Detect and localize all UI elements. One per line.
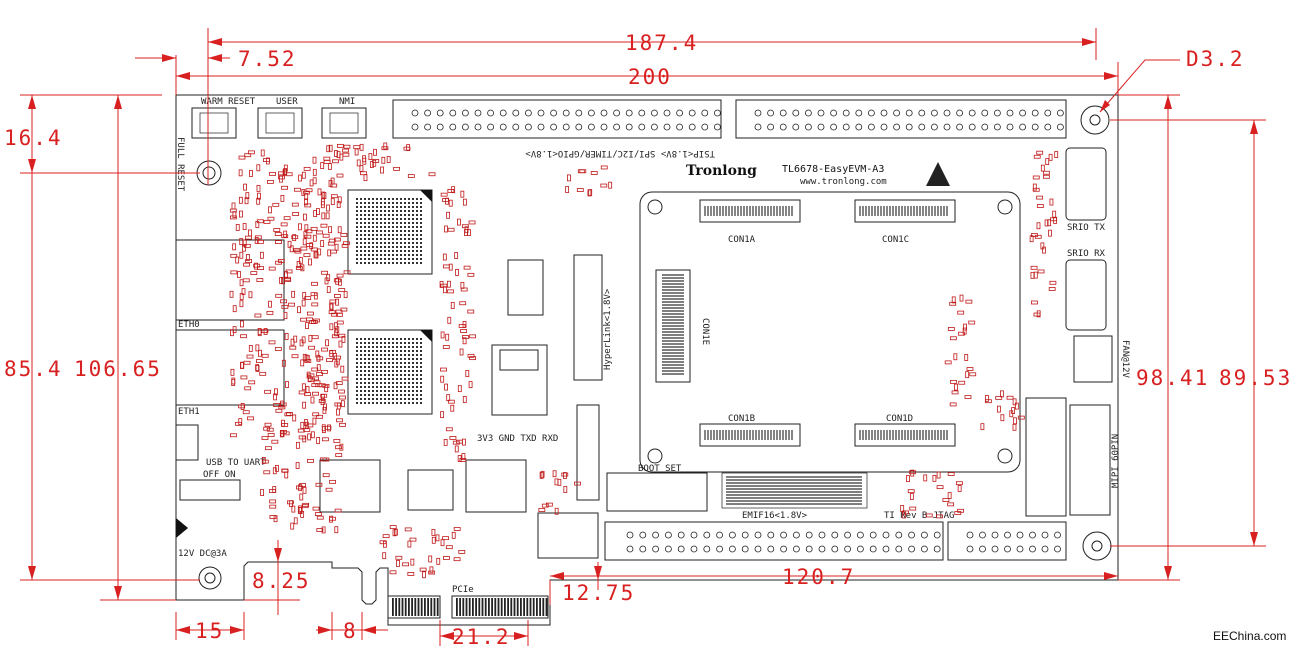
dim-21-2: 21.2 bbox=[452, 625, 511, 649]
dim-85-4: 85.4 bbox=[4, 357, 63, 381]
dim-8-25: 8.25 bbox=[252, 569, 311, 593]
som-module: CON1A CON1C CON1B CON1D CON1E bbox=[639, 191, 1021, 473]
dim-7-52: 7.52 bbox=[238, 47, 297, 71]
dim-89-53: 89.53 bbox=[1219, 366, 1292, 390]
srio-tx-label: SRIO TX bbox=[1067, 223, 1106, 233]
dimension-lines: 187.4 200 7.52 D3.2 16.4 85.4 bbox=[4, 28, 1292, 649]
con1b-label: CON1B bbox=[728, 414, 755, 424]
fan-label: FAN@12V bbox=[1120, 340, 1130, 379]
boot-set-label: BOOT SET bbox=[638, 464, 682, 474]
board-url: www.tronlong.com bbox=[800, 177, 887, 187]
con1d-label: CON1D bbox=[886, 414, 913, 424]
watermark: EEChina.com bbox=[1213, 629, 1286, 643]
arrow-marker-icon bbox=[176, 518, 188, 538]
dim-187-4: 187.4 bbox=[625, 31, 698, 55]
full-reset-label: FULL RESET bbox=[175, 137, 185, 192]
left-connectors: FULL RESET ETH0 ETH1 USB TO UART OFF ON … bbox=[175, 137, 285, 590]
dim-98-41: 98.41 bbox=[1136, 366, 1209, 390]
srio-rx-label: SRIO RX bbox=[1067, 249, 1106, 259]
hyperlink-label: HyperLink<1.8V> bbox=[603, 288, 613, 370]
chips bbox=[319, 189, 548, 513]
bottom-headers: HyperLink<1.8V> EMIF16<1.8V> TI Rev B JT… bbox=[387, 254, 1067, 619]
uart-row-label: 3V3 GND TXD RXD bbox=[477, 434, 558, 444]
dim-106-65: 106.65 bbox=[74, 357, 162, 381]
eth0-label: ETH0 bbox=[178, 320, 200, 330]
warm-reset-label: WARM RESET bbox=[201, 97, 256, 107]
right-side: SRIO TX SRIO RX FAN@12V MIPI 60PIN bbox=[1025, 105, 1130, 561]
switch-label: OFF ON bbox=[203, 470, 236, 480]
board-model: TL6678-EasyEVM-A3 bbox=[782, 164, 884, 175]
mipi-label: MIPI 60PIN bbox=[1111, 434, 1121, 488]
component-markings bbox=[229, 142, 1059, 579]
dim-d3-2: D3.2 bbox=[1186, 47, 1245, 71]
pcie-label: PCIe bbox=[452, 585, 474, 595]
dim-120-7: 120.7 bbox=[782, 565, 855, 589]
nmi-label: NMI bbox=[339, 97, 355, 107]
dim-200: 200 bbox=[628, 65, 672, 89]
con1a-label: CON1A bbox=[728, 235, 756, 245]
usb-uart-label: USB TO UART bbox=[206, 458, 266, 468]
con1e-label: CON1E bbox=[700, 318, 710, 345]
emif-label: EMIF16<1.8V> bbox=[742, 511, 808, 521]
dim-8: 8 bbox=[343, 619, 358, 643]
push-buttons: WARM RESET USER NMI bbox=[191, 97, 367, 139]
power-label: 12V DC@3A bbox=[178, 549, 227, 559]
dim-15: 15 bbox=[195, 619, 224, 643]
logo-area: Tronlong TL6678-EasyEVM-A3 www.tronlong.… bbox=[686, 162, 950, 187]
dim-16-4: 16.4 bbox=[4, 126, 63, 150]
brand-logo: Tronlong bbox=[686, 163, 757, 179]
eth1-label: ETH1 bbox=[178, 407, 200, 417]
dim-12-75: 12.75 bbox=[562, 581, 635, 605]
top-header-label: TSIP<1.8V> SPI/I2C/TIMER/GPIO<1.8V> bbox=[525, 148, 715, 158]
user-label: USER bbox=[276, 97, 298, 107]
con1c-label: CON1C bbox=[882, 235, 909, 245]
ti-rev-label: TI Rev B JTAG bbox=[884, 511, 954, 521]
top-headers: TSIP<1.8V> SPI/I2C/TIMER/GPIO<1.8V> bbox=[392, 99, 1067, 158]
esd-warning-icon bbox=[926, 162, 950, 186]
